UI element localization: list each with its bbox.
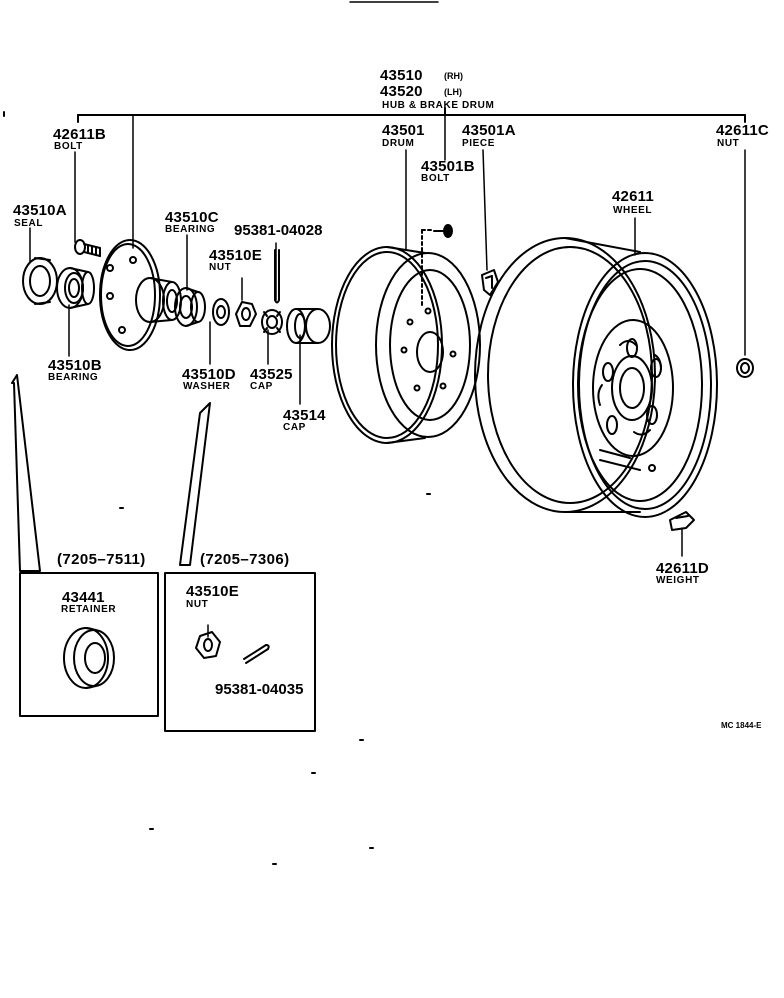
washer-43510d [212, 298, 230, 326]
weight-42611d [669, 511, 695, 531]
seal-43510a-name: SEAL [14, 218, 44, 229]
assembly-side-lh: (LH) [444, 87, 462, 97]
wheel-42611-name: WHEEL [613, 205, 653, 216]
bearing-43510b-number: 43510B [48, 357, 102, 374]
assembly-bracket [77, 107, 746, 123]
inset-box-left [19, 572, 159, 717]
nut-43510e-name: NUT [209, 262, 232, 273]
drum-43501-name: DRUM [382, 138, 415, 149]
nut-42611c-number: 42611C [716, 122, 769, 139]
assembly-part-lh: 43520 [380, 83, 423, 100]
scan-specks [3, 111, 431, 865]
inset-nut-43510e-number: 43510E [186, 583, 239, 600]
bolt-43501b [433, 224, 453, 238]
bolt-43501b-number: 43501B [421, 158, 475, 175]
nut-42611c-name: NUT [717, 138, 740, 149]
cap-43525 [261, 309, 283, 335]
retainer-43441-number: 43441 [62, 589, 105, 606]
inset-right-range: (7205–7306) [200, 551, 290, 568]
retainer-43441 [63, 627, 115, 689]
inset-left-range: (7205–7511) [57, 551, 146, 568]
cap-43525-name: CAP [250, 381, 273, 392]
leader-lines [29, 114, 746, 638]
assembly-part-rh: 43510 [380, 67, 423, 84]
bolt-42611b-number: 42611B [53, 126, 106, 143]
bearing-43510c-name: BEARING [165, 224, 216, 235]
retainer-43441-name: RETAINER [61, 604, 117, 615]
bearing-43510c [174, 287, 206, 327]
washer-43510d-name: WASHER [183, 381, 231, 392]
weight-42611d-number: 42611D [656, 560, 709, 577]
assembly-side-rh: (RH) [444, 71, 463, 81]
wheel-42611-number: 42611 [612, 188, 654, 205]
cap-43514-number: 43514 [283, 407, 326, 424]
assembly-name: HUB & BRAKE DRUM [382, 100, 495, 111]
bolt-42611b [74, 239, 101, 257]
figure-code: MC 1844-E [721, 721, 762, 730]
piece-43501a-number: 43501A [462, 122, 516, 139]
brake-drum-43501 [331, 229, 481, 444]
nut-43510e [235, 301, 257, 327]
inset-nut-43510e-name: NUT [186, 599, 209, 610]
seal-43510a [22, 257, 58, 305]
inset-pin-95381-04035 [243, 644, 270, 664]
nut-42611c [736, 358, 754, 378]
piece-43501a [481, 269, 499, 296]
weight-42611d-name: WEIGHT [656, 575, 700, 586]
cotter-pin [274, 249, 280, 304]
inset-box-right [164, 572, 316, 732]
bolt-42611b-name: BOLT [54, 141, 83, 152]
bearing-43510b [56, 267, 95, 309]
inset-arrow-right [179, 402, 211, 566]
cap-43525-number: 43525 [250, 366, 293, 383]
drum-43501-number: 43501 [382, 122, 425, 139]
inset-nut-43510e [195, 631, 221, 659]
inset-pin-95381-04035-number: 95381-04035 [215, 681, 304, 698]
nut-43510e-number: 43510E [209, 247, 262, 264]
hub-flange [99, 239, 182, 351]
cap-43514 [286, 308, 331, 344]
bearing-43510b-name: BEARING [48, 372, 99, 383]
wheel-42611 [474, 237, 718, 518]
inset-arrow-left [11, 374, 41, 572]
washer-43510d-number: 43510D [182, 366, 236, 383]
cap-43514-name: CAP [283, 422, 306, 433]
bearing-43510c-number: 43510C [165, 209, 219, 226]
piece-43501a-name: PIECE [462, 138, 496, 149]
seal-43510a-number: 43510A [13, 202, 67, 219]
bolt-43501b-name: BOLT [421, 173, 450, 184]
pin-95381-04028-number: 95381-04028 [234, 222, 323, 239]
